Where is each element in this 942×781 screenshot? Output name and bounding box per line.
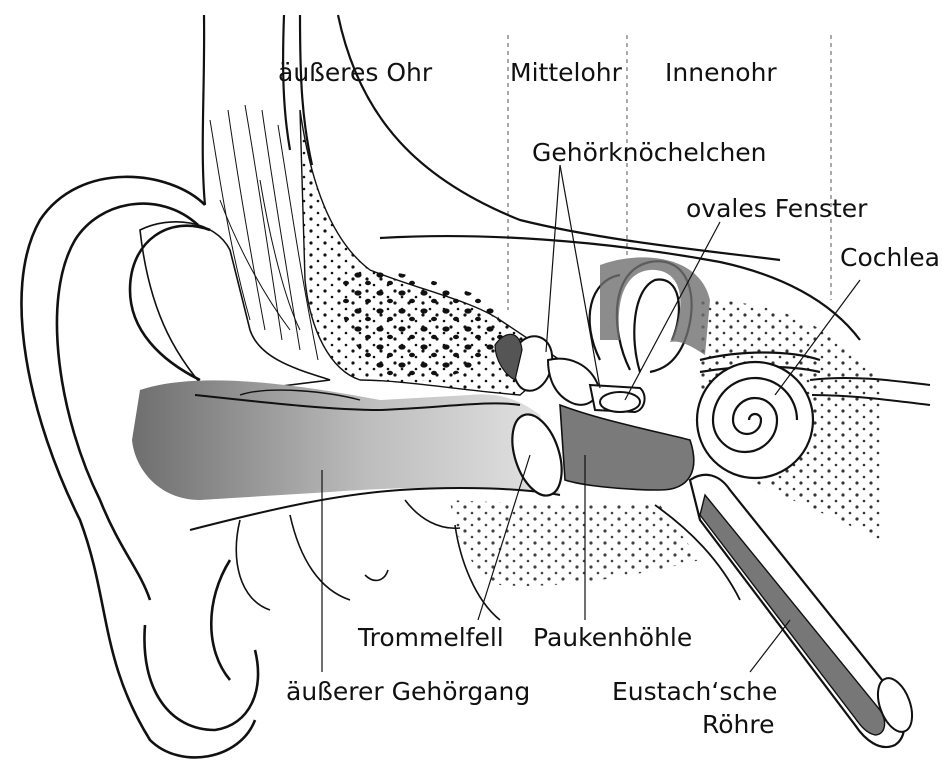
label-oval-window: ovales Fenster <box>686 196 867 221</box>
label-eustachian-tube-line2: Röhre <box>702 712 775 737</box>
label-cochlea: Cochlea <box>840 245 940 270</box>
ossicles <box>513 336 644 412</box>
label-middle-ear: Mittelohr <box>510 60 622 85</box>
label-eardrum: Trommelfell <box>358 625 504 650</box>
ear-canal <box>132 380 560 500</box>
earlobe <box>144 625 258 730</box>
label-ear-canal: äußerer Gehörgang <box>286 679 530 704</box>
leader-ossicles-2 <box>560 165 600 388</box>
label-ossicles: Gehörknöchelchen <box>532 140 767 165</box>
leader-ossicles-1 <box>546 165 560 352</box>
label-tympanic-cavity: Paukenhöhle <box>533 625 692 650</box>
incus <box>548 359 598 405</box>
label-inner-ear: Innenohr <box>665 60 777 85</box>
tympanic-cavity <box>560 405 694 490</box>
lower-bone <box>450 500 700 586</box>
label-eustachian-tube-line1: Eustach‘sche <box>612 679 777 704</box>
leader-eustachian-tube <box>750 620 790 672</box>
label-outer-ear: äußeres Ohr <box>278 60 432 85</box>
outer-ear-tissue <box>140 222 330 395</box>
cochlea <box>697 362 813 478</box>
